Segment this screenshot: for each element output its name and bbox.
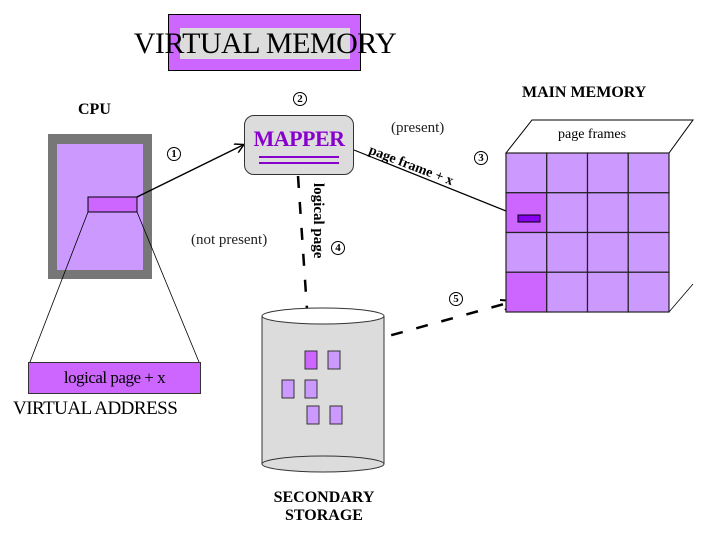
mapper-label: MAPPER <box>253 126 345 151</box>
page-frame <box>586 271 629 313</box>
page-frame <box>546 231 589 273</box>
page-frame <box>627 152 670 194</box>
main-memory-block <box>504 119 694 313</box>
secondary-storage-line1: SECONDARY <box>273 489 375 506</box>
cylinder-body <box>262 316 384 464</box>
mapper-underline-2 <box>259 162 339 164</box>
storage-page-active <box>304 350 318 370</box>
diagram-title: VIRTUAL MEMORY <box>133 26 397 60</box>
step-2-badge: 2 <box>293 92 307 106</box>
step-5-badge: 5 <box>449 292 463 306</box>
page-frame <box>586 152 629 194</box>
page-frames-label: page frames <box>558 127 627 142</box>
cylinder-top <box>261 307 385 325</box>
cylinder-bottom <box>261 463 385 473</box>
memory-depth-line <box>668 283 694 313</box>
step-1-badge: 1 <box>167 147 181 161</box>
memory-frame-offset <box>517 214 541 223</box>
page-frame <box>546 192 589 234</box>
storage-page <box>306 405 320 425</box>
projection-line-left <box>29 211 89 363</box>
page-frame <box>505 231 548 273</box>
not-present-label: (not present) <box>191 232 268 248</box>
page-frame <box>505 152 548 194</box>
secondary-storage-label: SECONDARY STORAGE <box>264 489 384 525</box>
main-memory-label: MAIN MEMORY <box>522 84 647 101</box>
mapper-box: MAPPER <box>244 115 354 175</box>
logical-page-label: logical page <box>310 183 326 259</box>
title-banner: VIRTUAL MEMORY <box>134 14 397 71</box>
storage-page <box>281 379 295 399</box>
secondary-storage-line2: STORAGE <box>285 507 363 524</box>
page-frame <box>627 271 670 313</box>
cpu-label: CPU <box>78 101 111 118</box>
secondary-storage-block <box>261 307 385 473</box>
virtual-address-box: logical page + x <box>28 362 201 394</box>
mapper-underline-1 <box>259 156 339 158</box>
page-frame-highlighted <box>505 192 548 234</box>
arrow-mapper-to-memory <box>353 149 516 215</box>
cpu-register <box>87 196 138 213</box>
projection-line-right <box>136 211 200 363</box>
virtual-address-label: VIRTUAL ADDRESS <box>13 398 178 419</box>
page-frame <box>586 231 629 273</box>
arrow-mapper-to-storage <box>296 175 312 355</box>
present-label: (present) <box>391 120 445 136</box>
step-3-badge: 3 <box>474 151 488 165</box>
storage-page <box>304 379 318 399</box>
page-frame <box>627 231 670 273</box>
arrow-cpu-to-mapper <box>136 145 243 198</box>
title-inner: VIRTUAL MEMORY <box>134 28 397 59</box>
page-frame-highlighted <box>505 271 548 313</box>
cpu-block <box>48 134 152 279</box>
memory-grid <box>505 152 670 313</box>
storage-page <box>329 405 343 425</box>
page-frame <box>627 192 670 234</box>
step-4-badge: 4 <box>331 241 345 255</box>
page-frame <box>586 192 629 234</box>
page-frame <box>546 271 589 313</box>
storage-page <box>327 350 341 370</box>
page-frame <box>546 152 589 194</box>
virtual-address-text: logical page + x <box>63 368 166 387</box>
